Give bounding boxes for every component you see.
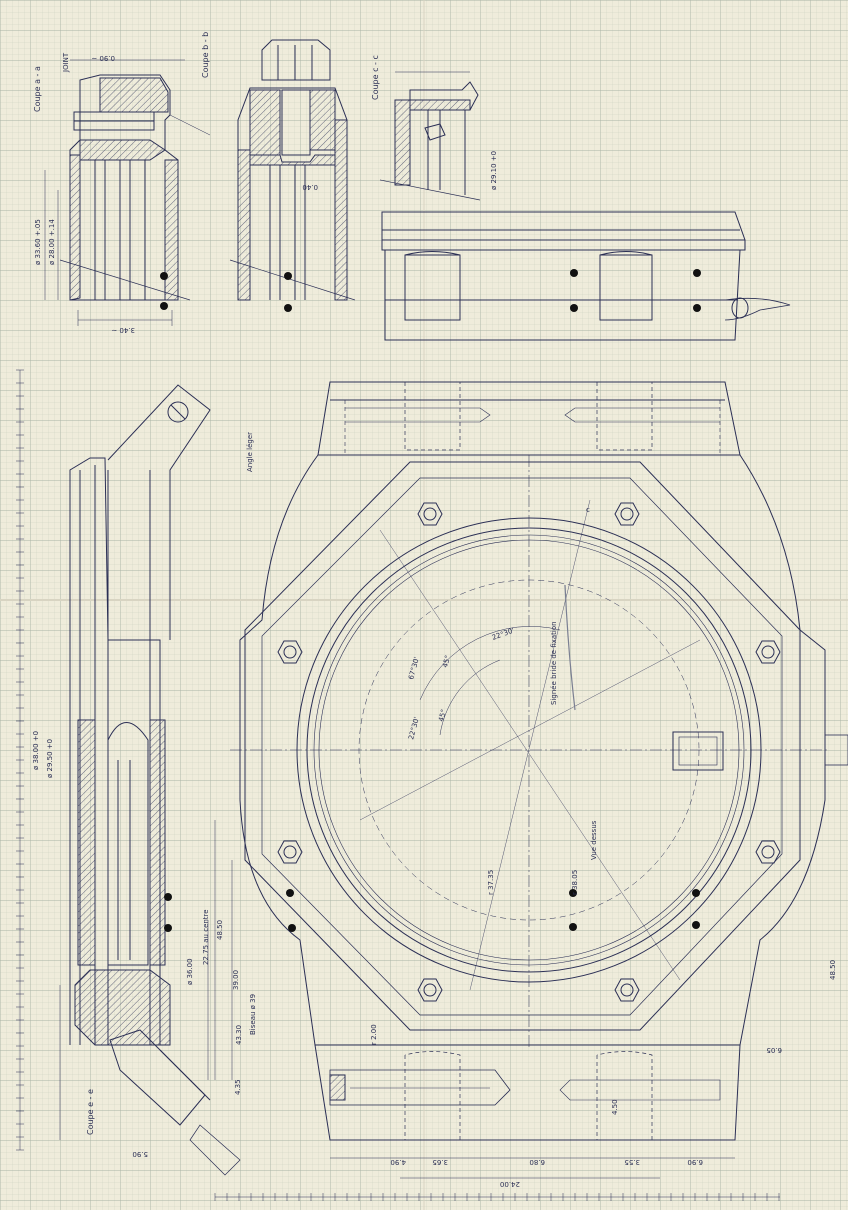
- dim-48-50: 48.50: [216, 920, 224, 940]
- dim-28-00: ø 28.00 +.14: [48, 219, 56, 265]
- dim-c: c: [586, 506, 590, 514]
- labels: Coupe a - a JOINT Coupe b - b Coupe c - …: [32, 32, 837, 1188]
- section-label-e: Coupe e - e: [86, 1089, 95, 1135]
- dim-24-00: 24.00: [500, 1180, 520, 1188]
- section-c-c: [379, 71, 481, 201]
- note-au-centre: 22.75 au centre: [202, 909, 210, 965]
- dim-38-00: ø 38.00 +0: [32, 731, 40, 770]
- dim-4-50: 4.50: [611, 1099, 619, 1115]
- side-view-top: [381, 211, 791, 341]
- dim-29-50: ø 29.50 +0: [46, 739, 54, 778]
- dim-3-65: 3.65: [432, 1158, 448, 1166]
- note-biseau: Biseau ø 39: [249, 994, 257, 1035]
- section-label-a: Coupe a - a: [33, 66, 42, 112]
- section-b-b: [229, 39, 356, 301]
- dim-r-2-00: r 2.00: [370, 1024, 378, 1045]
- dim-43-30: 43.30: [235, 1025, 243, 1045]
- label-joint: JOINT: [62, 52, 70, 73]
- dim-5-90: 5.90: [132, 1150, 148, 1158]
- dim-6-90: 6.90: [687, 1158, 703, 1166]
- dim-0-90: 0.90 ~: [91, 54, 115, 62]
- dim-4-35: 4.35: [234, 1079, 242, 1095]
- dim-6-80: 6.80: [529, 1158, 545, 1166]
- dim-29-10: ø 29.10 +0: [490, 151, 498, 190]
- case-top-view: [230, 381, 848, 1179]
- bezel-screws: [277, 502, 781, 1002]
- dim-6-05: 6.05: [766, 1046, 782, 1054]
- note-vue-dessus: Vue dessus: [590, 820, 598, 860]
- dim-4-90: 4.90: [390, 1158, 406, 1166]
- section-label-b: Coupe b - b: [201, 32, 210, 78]
- section-a-a: [44, 59, 211, 326]
- hole-markers: [160, 269, 701, 932]
- dim-3-40: 3.40 ~: [111, 326, 135, 334]
- dim-39-00: 39.00: [232, 970, 240, 990]
- dim-r-37-35: r 37.35: [487, 870, 495, 895]
- dim-36-00: ø 36.00: [186, 958, 194, 985]
- dim-0-40: 0.40: [302, 183, 318, 191]
- section-label-c: Coupe c - c: [371, 55, 380, 100]
- dim-48-50-right: 48.50: [829, 960, 837, 980]
- profile-left: [59, 384, 241, 1176]
- bottom-ruler: [214, 1193, 780, 1201]
- note-angle-leger: Angle léger: [246, 432, 254, 472]
- dim-r-38-05: r 38.05: [571, 870, 579, 895]
- dim-angle-45b: 45°: [437, 708, 448, 722]
- left-ruler: [16, 369, 24, 1151]
- dim-33-60: ø 33.60 +.05: [34, 219, 42, 265]
- note-brides: Signée bride de fixation: [550, 621, 558, 705]
- dim-3-55: 3.55: [624, 1158, 640, 1166]
- dim-angle-45: 45°: [441, 654, 452, 668]
